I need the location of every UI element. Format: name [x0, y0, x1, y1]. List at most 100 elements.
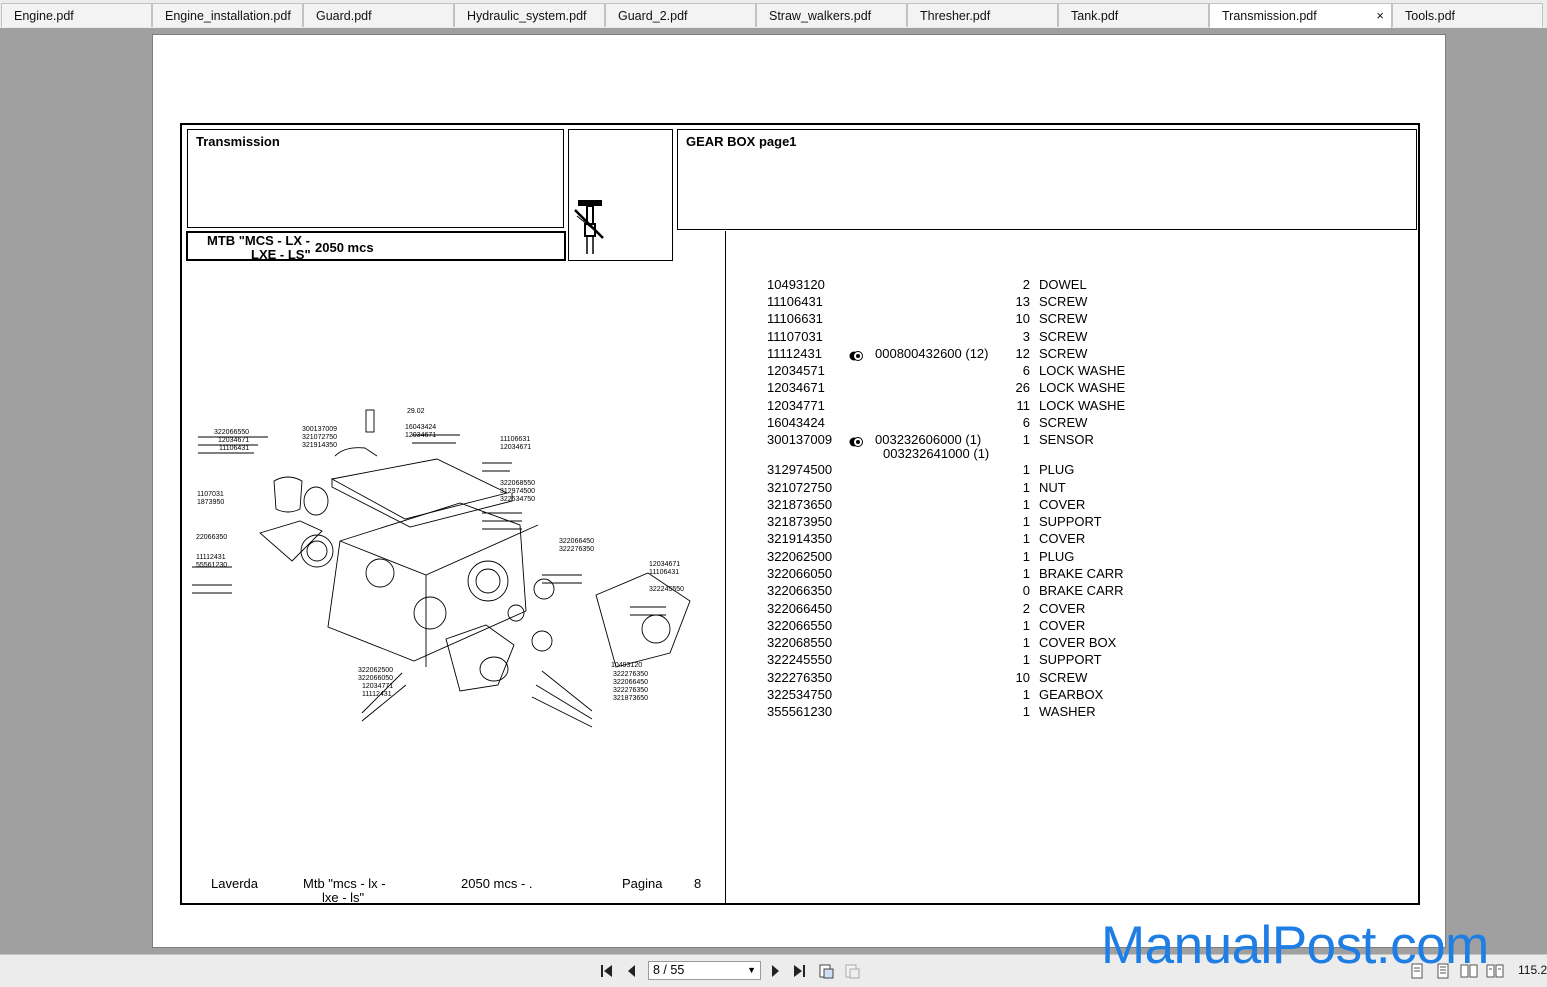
- page-number-input[interactable]: 8 / 55▼: [648, 961, 761, 980]
- icon-box: [568, 129, 673, 261]
- part-qty: 2: [1022, 601, 1030, 616]
- tab-engine[interactable]: Engine.pdf: [1, 3, 152, 27]
- tab-guard[interactable]: Guard.pdf: [303, 3, 454, 27]
- tab-engine-installation[interactable]: Engine_installation.pdf: [152, 3, 303, 27]
- watermark-text: ManualPost.com: [1101, 916, 1489, 975]
- sensor-tool-icon: [574, 200, 604, 254]
- zoom-level[interactable]: 115.2: [1518, 963, 1547, 977]
- replacement-marker-icon: [849, 348, 863, 361]
- diagram-label: 11112431: [196, 554, 226, 561]
- part-qty: 1: [1022, 652, 1030, 667]
- part-description: GEARBOX: [1039, 687, 1104, 702]
- tab-transmission[interactable]: Transmission.pdf ×: [1209, 3, 1392, 28]
- tab-label: Guard_2.pdf: [618, 9, 688, 23]
- diagram-label: 322066550: [214, 429, 249, 436]
- document-viewport[interactable]: Transmission MTB "MCS - LX - LXE - LS" 2…: [0, 28, 1547, 954]
- close-icon[interactable]: ×: [1376, 8, 1384, 23]
- diagram-label: 322066450: [613, 679, 648, 686]
- part-description: SCREW: [1039, 294, 1088, 309]
- part-description: SCREW: [1039, 346, 1088, 361]
- part-code: 11107031: [767, 329, 823, 344]
- part-code: 11112431: [767, 346, 822, 361]
- diagram-label: 322066050: [358, 675, 393, 682]
- part-code: 322534750: [767, 687, 833, 702]
- tab-label: Guard.pdf: [316, 9, 372, 23]
- diagram-label: 11112431: [362, 691, 392, 698]
- go-forward-view-icon[interactable]: [843, 962, 861, 980]
- diagram-label: 300137009: [302, 426, 337, 433]
- part-qty: 6: [1022, 363, 1030, 378]
- tab-label: Tank.pdf: [1071, 9, 1119, 23]
- replacement-marker-icon: [849, 434, 863, 447]
- tab-guard-2[interactable]: Guard_2.pdf: [605, 3, 756, 27]
- last-page-icon[interactable]: [790, 962, 808, 980]
- footer-code: 2050 mcs - .: [461, 876, 533, 891]
- part-description: LOCK WASHE: [1039, 363, 1126, 378]
- diagram-label: 29.02: [407, 408, 425, 415]
- part-code: 16043424: [767, 415, 825, 430]
- diagram-label: 322276350: [559, 546, 594, 553]
- tab-label: Tools.pdf: [1405, 9, 1456, 23]
- next-page-icon[interactable]: [766, 962, 784, 980]
- tab-thresher[interactable]: Thresher.pdf: [907, 3, 1058, 27]
- previous-page-icon[interactable]: [623, 962, 641, 980]
- diagram-label: 321072750: [302, 434, 337, 441]
- pdf-page: Transmission MTB "MCS - LX - LXE - LS" 2…: [152, 34, 1446, 948]
- part-code: 10493120: [767, 277, 825, 292]
- part-description: SCREW: [1039, 670, 1088, 685]
- tab-straw-walkers[interactable]: Straw_walkers.pdf: [756, 3, 907, 27]
- part-description: SCREW: [1039, 415, 1088, 430]
- facing-view-icon[interactable]: [1460, 962, 1478, 980]
- part-qty: 11: [1016, 398, 1031, 413]
- part-description: BRAKE CARR: [1039, 583, 1124, 598]
- diagram-label: 322068550: [500, 480, 535, 487]
- diagram-label: 10493120: [611, 662, 642, 669]
- part-description: PLUG: [1039, 462, 1075, 477]
- tab-label: Transmission.pdf: [1222, 9, 1317, 23]
- diagram-label: 22066350: [196, 534, 227, 541]
- part-description: COVER: [1039, 601, 1086, 616]
- part-qty: 1: [1022, 566, 1030, 581]
- tab-label: Straw_walkers.pdf: [769, 9, 872, 23]
- part-code: 11106631: [767, 311, 823, 326]
- footer-pagina-label: Pagina: [622, 876, 663, 891]
- part-code: 321873650: [767, 497, 833, 512]
- tab-tools[interactable]: Tools.pdf: [1392, 3, 1543, 27]
- part-replacement-note: 000800432600 (12): [875, 346, 989, 361]
- diagram-label: 12034671: [218, 437, 249, 444]
- part-qty: 1: [1022, 432, 1030, 447]
- dropdown-arrow-icon[interactable]: ▼: [747, 965, 756, 975]
- part-description: SENSOR: [1039, 432, 1094, 447]
- part-code: 322066050: [767, 566, 833, 581]
- part-replacement-note: 003232641000 (1): [883, 446, 990, 461]
- section-title-box: Transmission: [187, 129, 564, 228]
- single-page-view-icon[interactable]: [1408, 962, 1426, 980]
- part-replacement-note: 003232606000 (1): [875, 432, 982, 447]
- part-qty: 1: [1022, 687, 1030, 702]
- part-code: 12034771: [767, 398, 825, 413]
- part-code: 322066350: [767, 583, 833, 598]
- part-qty: 3: [1022, 329, 1030, 344]
- diagram-label: 1873950: [197, 499, 224, 506]
- diagram-label: 312974500: [500, 488, 535, 495]
- tab-label: Thresher.pdf: [920, 9, 991, 23]
- first-page-icon[interactable]: [598, 962, 616, 980]
- part-code: 11106431: [767, 294, 823, 309]
- column-divider: [725, 231, 726, 905]
- gearbox-exploded-diagram: 322066550 12034671 11106431 300137009 32…: [192, 408, 691, 728]
- diagram-label: 11106431: [649, 569, 679, 576]
- part-description: SCREW: [1039, 311, 1088, 326]
- tab-hydraulic-system[interactable]: Hydraulic_system.pdf: [454, 3, 605, 27]
- go-back-view-icon[interactable]: [817, 962, 835, 980]
- part-description: BRAKE CARR: [1039, 566, 1124, 581]
- part-qty: 10: [1015, 311, 1030, 326]
- part-code: 312974500: [767, 462, 833, 477]
- catalog-frame: Transmission MTB "MCS - LX - LXE - LS" 2…: [180, 123, 1420, 905]
- book-view-icon[interactable]: [1486, 962, 1504, 980]
- part-code: 322066450: [767, 601, 833, 616]
- part-qty: 10: [1015, 670, 1030, 685]
- part-description: COVER BOX: [1039, 635, 1117, 650]
- tab-tank[interactable]: Tank.pdf: [1058, 3, 1209, 27]
- continuous-view-icon[interactable]: [1434, 962, 1452, 980]
